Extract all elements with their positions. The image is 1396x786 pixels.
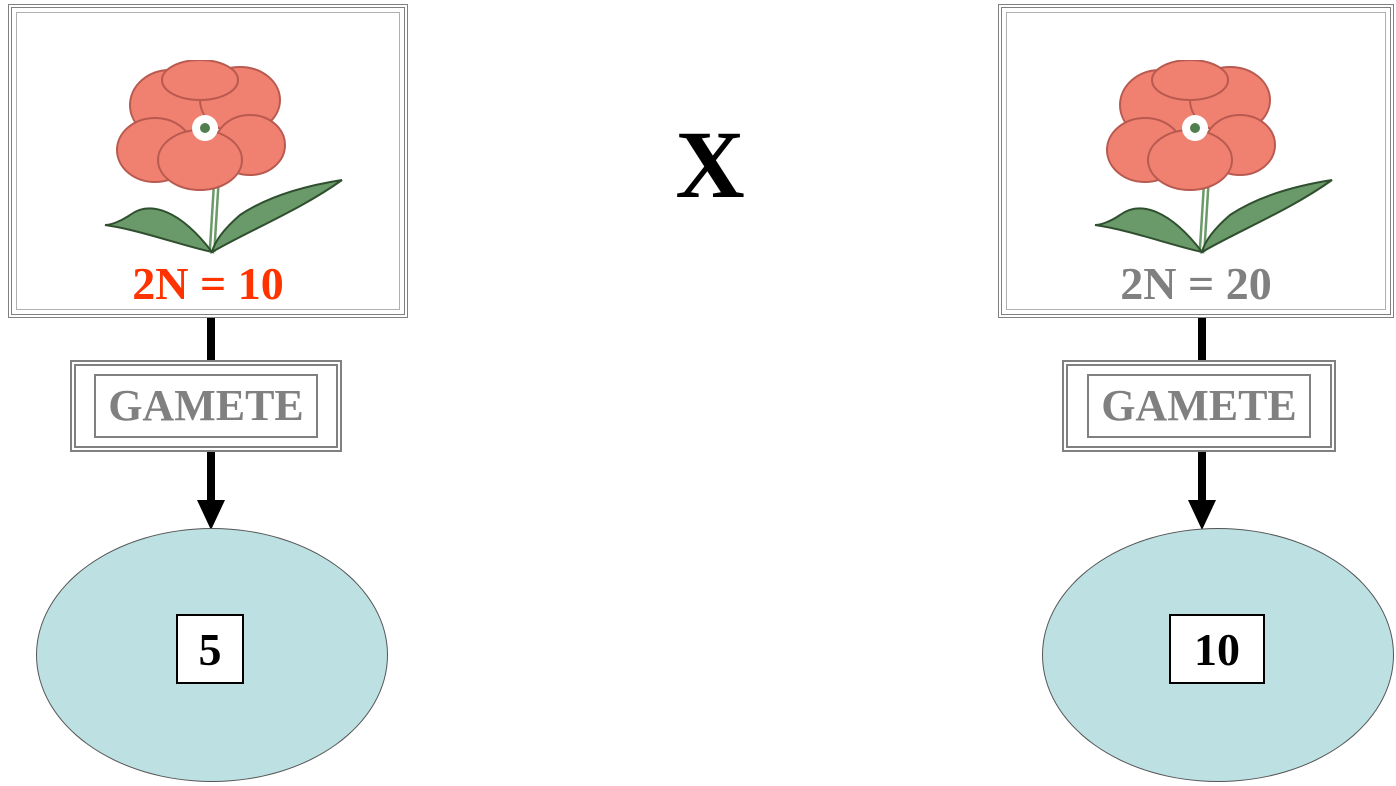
connector-line-left-bottom: [207, 452, 215, 502]
chromosome-count-left: 5: [176, 614, 244, 684]
parent-plant-right: 2N = 20: [998, 4, 1394, 318]
gamete-label-right: GAMETE: [1087, 374, 1311, 438]
flower-icon: [104, 60, 343, 255]
connector-line-right-bottom: [1198, 452, 1206, 502]
gamete-cell-left: 5: [36, 528, 388, 782]
chromosome-count-right: 10: [1169, 614, 1265, 684]
gamete-label-box-right: GAMETE: [1062, 360, 1336, 452]
gamete-label-left: GAMETE: [94, 374, 318, 438]
gamete-cell-right: 10: [1042, 528, 1394, 782]
arrow-head-right: [1188, 500, 1216, 530]
connector-line-right-top: [1198, 318, 1206, 362]
ploidy-label-left: 2N = 10: [132, 258, 284, 309]
parent-plant-left: 2N = 10: [8, 4, 408, 318]
flower-icon: [1094, 60, 1333, 255]
cross-symbol: X: [675, 111, 745, 218]
ploidy-label-right: 2N = 20: [1120, 258, 1272, 309]
gamete-label-box-left: GAMETE: [70, 360, 342, 452]
connector-line-left-top: [207, 318, 215, 362]
arrow-head-left: [197, 500, 225, 530]
